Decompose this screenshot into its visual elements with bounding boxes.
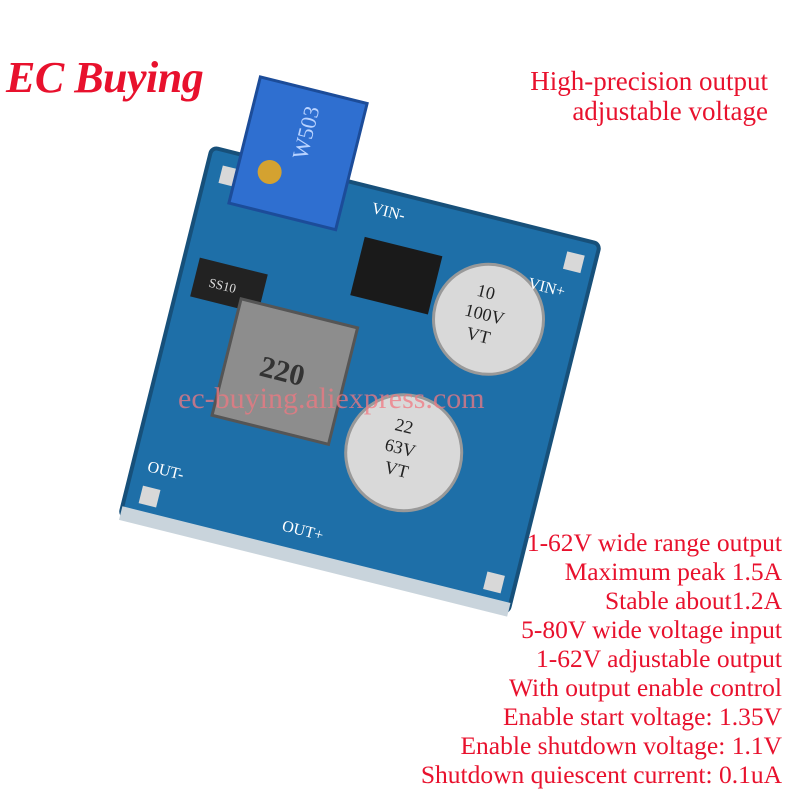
headline: High-precision output adjustable voltage: [530, 66, 768, 126]
pad: [562, 251, 585, 274]
potentiometer: [227, 75, 369, 232]
pot-screw: [257, 159, 282, 184]
watermark: ec-buying.aliexpress.com: [178, 382, 485, 415]
spec-item: Maximum peak 1.5A: [564, 557, 782, 586]
cap1-label: 10: [475, 280, 497, 304]
ic-chip: [350, 236, 443, 315]
headline-line: adjustable voltage: [572, 96, 768, 126]
spec-list: 1-62V wide range output Maximum peak 1.5…: [421, 528, 782, 789]
capacitor-22uf: [344, 393, 464, 513]
spec-item: With output enable control: [508, 673, 782, 702]
spec-item: 1-62V adjustable output: [536, 644, 782, 673]
inductor: [210, 297, 360, 447]
pad: [138, 485, 161, 508]
spec-item: Enable start voltage: 1.35V: [502, 702, 782, 731]
pad: [483, 571, 505, 594]
spec-item: Shutdown quiescent current: 0.1uA: [420, 760, 782, 789]
capacitor-10uf: [432, 262, 546, 376]
brand-logo: EC Buying: [6, 53, 204, 102]
diode-label: SS10: [207, 275, 237, 296]
spec-item: 1-62V wide range output: [526, 528, 782, 557]
pcb-edge: [119, 506, 511, 617]
spec-item: Enable shutdown voltage: 1.1V: [460, 731, 782, 760]
headline-line: High-precision output: [530, 66, 768, 96]
spec-item: Stable about1.2A: [604, 586, 782, 615]
cap2-label: 22: [393, 414, 415, 438]
spec-item: 5-80V wide voltage input: [521, 615, 782, 644]
